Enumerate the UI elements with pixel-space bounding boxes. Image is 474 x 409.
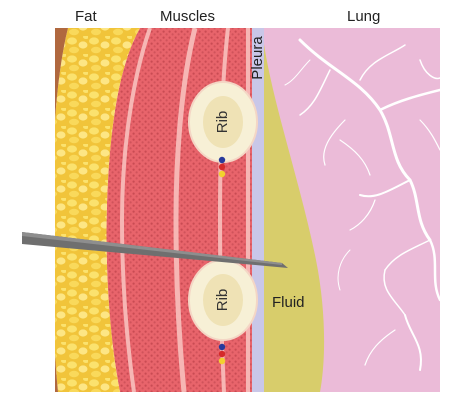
lung-label: Lung bbox=[347, 8, 380, 25]
lung-vessels bbox=[284, 38, 440, 371]
artery-upper bbox=[218, 163, 226, 171]
pleura-label: Pleura bbox=[249, 36, 266, 80]
fat-label: Fat bbox=[75, 8, 98, 25]
muscles-label: Muscles bbox=[160, 8, 215, 25]
vein-lower bbox=[218, 343, 226, 351]
nerve-lower bbox=[218, 357, 226, 365]
neurovascular-bundle-lower bbox=[218, 343, 226, 365]
rib-lower-label: Rib bbox=[214, 289, 231, 312]
neurovascular-bundle-upper bbox=[218, 156, 226, 178]
artery-lower bbox=[218, 350, 226, 358]
rib-lower: Rib bbox=[188, 259, 258, 341]
rib-upper: Rib bbox=[188, 81, 258, 163]
fat-layer bbox=[55, 28, 140, 392]
fluid-label: Fluid bbox=[272, 294, 305, 311]
vein-upper bbox=[218, 156, 226, 164]
rib-upper-label: Rib bbox=[214, 111, 231, 134]
pleura-strip bbox=[252, 28, 264, 392]
fluid-region bbox=[262, 28, 325, 392]
muscle-bands bbox=[119, 28, 250, 392]
needle-highlight bbox=[22, 232, 282, 265]
nerve-upper bbox=[218, 170, 226, 178]
